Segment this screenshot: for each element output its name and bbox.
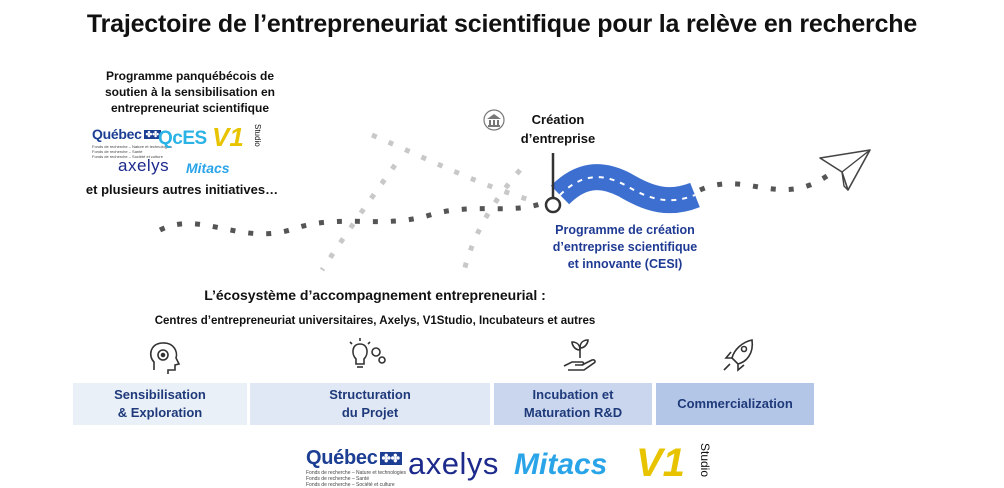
quebec-sub-line: Fonds de recherche – Nature et technolog… — [306, 470, 407, 476]
quebec-sub-line: Fonds de recherche – Santé — [92, 149, 143, 154]
hand-plant-icon — [563, 339, 596, 371]
program-title-line: Programme panquébécois de — [105, 69, 275, 83]
fleur-de-lys-icon: ✤✤ — [143, 130, 161, 139]
stage-label-line: Sensibilisation — [114, 387, 206, 402]
stage-label-line: Structuration — [329, 387, 411, 402]
dark-dotted-path — [698, 171, 832, 193]
road-lane-marking — [559, 176, 696, 202]
dark-dotted-path — [158, 192, 562, 237]
cesi-label-line: et innovante (CESI) — [567, 257, 683, 271]
other-initiatives-text: et plusieurs autres initiatives… — [85, 182, 279, 197]
axelys-logo-large: axelys — [408, 446, 499, 481]
stage-label-line: Incubation et — [532, 387, 614, 402]
v1-logo-large: V1 Studio — [636, 443, 725, 483]
light-dotted-path — [371, 132, 531, 203]
head-gear-icon — [149, 342, 181, 374]
rocket-icon — [723, 339, 754, 372]
quebec-sub-line: Fonds de recherche – Société et culture — [92, 154, 163, 159]
stage-sensibilisation: Sensibilisation & Exploration — [73, 383, 247, 425]
stage-label-line: Maturation R&D — [523, 405, 623, 420]
light-dotted-path — [319, 163, 398, 272]
v1-logo-small: V1 Studio — [212, 124, 270, 150]
quebec-sub-line: Fonds de recherche – Société et culture — [306, 482, 395, 488]
v1-logo-text: V1 — [212, 122, 244, 152]
cesi-label-line: d’entreprise scientifique — [552, 240, 698, 254]
stage-structuration: Structuration du Projet — [250, 383, 490, 425]
ecosystem-title: L’écosystème d’accompagnement entreprene… — [204, 287, 546, 303]
qces-logo: QcES — [158, 128, 207, 150]
quebec-logo-small: Québec✤✤ Fonds de recherche – Nature et … — [92, 126, 172, 159]
v1-logo-text: V1 — [636, 441, 685, 485]
mitacs-logo-small: Mitacs — [186, 160, 230, 176]
stage-incubation: Incubation et Maturation R&D — [494, 383, 652, 425]
fleur-de-lys-icon: ✤✤ — [379, 452, 402, 465]
pin-circle — [544, 196, 562, 214]
quebec-logo-text: Québec — [92, 126, 142, 142]
quebec-sub-line: Fonds de recherche – Santé — [306, 476, 370, 482]
light-dotted-path — [459, 168, 522, 281]
axelys-logo-small: axelys — [118, 156, 170, 175]
page-title: Trajectoire de l’entrepreneuriat scienti… — [86, 10, 918, 38]
qces-logo-text: QcES — [158, 128, 207, 149]
program-title: Programme panquébécois de soutien à la s… — [90, 68, 290, 116]
paper-plane-icon — [819, 149, 871, 191]
quebec-sub: Fonds de recherche – Nature et technolog… — [306, 470, 406, 488]
quebec-sub-line: Fonds de recherche – Nature et technolog… — [92, 144, 173, 149]
quebec-sub: Fonds de recherche – Nature et technolog… — [92, 144, 172, 159]
cesi-label: Programme de création d’entreprise scien… — [530, 222, 720, 273]
creation-label-line: Création — [531, 112, 585, 127]
v1-studio-text: Studio — [252, 124, 262, 147]
stage-label-line: Commercialization — [677, 396, 793, 411]
creation-label-line: d’entreprise — [520, 131, 596, 146]
mitacs-logo-large: Mitacs — [514, 448, 608, 481]
stage-commercialization: Commercialization — [656, 383, 814, 425]
ecosystem-subtitle: Centres d’entrepreneuriat universitaires… — [154, 315, 596, 327]
quebec-logo-text: Québec — [306, 447, 378, 469]
cesi-label-line: Programme de création — [555, 223, 695, 237]
quebec-logo-large: Québec✤✤ Fonds de recherche – Nature et … — [306, 447, 406, 488]
bulb-gears-icon — [349, 338, 386, 368]
program-title-line: soutien à la sensibilisation en — [104, 85, 276, 99]
building-icon — [483, 109, 505, 131]
stage-label-line: du Projet — [341, 405, 399, 420]
stage-label-line: & Exploration — [117, 405, 203, 420]
v1-studio-text: Studio — [697, 443, 712, 478]
creation-label: Création d’entreprise — [508, 110, 608, 148]
program-title-line: entrepreneuriat scientifique — [110, 101, 270, 115]
